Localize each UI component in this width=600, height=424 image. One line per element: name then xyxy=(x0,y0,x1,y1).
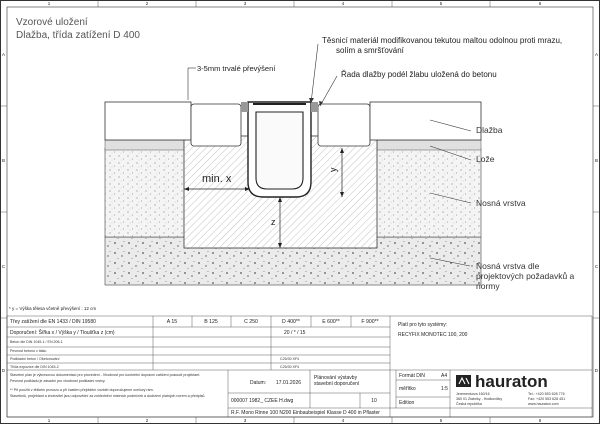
edition-label: Edition xyxy=(399,400,415,406)
cross-section xyxy=(104,101,482,286)
address-2: 360 01 Zlatníky - Hodkovičky xyxy=(456,397,502,401)
load-classes: A 15 B 125 C 250 D 400** E 600** F 900** xyxy=(167,319,379,325)
paving-left xyxy=(190,103,242,147)
product-header: Platí pro tyto systémy: xyxy=(398,322,447,328)
subbase-label-2: projektových požadavků a xyxy=(476,271,575,281)
address-1: Jeremenkova 160/16 xyxy=(456,392,490,396)
base-label: Nosná vrstva xyxy=(476,198,526,208)
bed-label: Lože xyxy=(476,154,495,164)
row-value-exposure: C25/30 XF4 xyxy=(280,365,299,369)
sealant-label-1: Těsnicí materiál modifikovanou tekutou m… xyxy=(322,36,562,45)
paving-row-label: Řada dlažby podél žlabu uložená do beton… xyxy=(341,70,497,79)
class-c250: C 250 xyxy=(244,319,258,325)
row-label-b: B xyxy=(2,158,5,163)
col-label-3-bottom: 3 xyxy=(244,418,247,423)
dimension-z: z xyxy=(271,197,282,248)
scale-value: 1:5 xyxy=(441,386,448,392)
contact-3: www.hauraton.com xyxy=(528,402,559,406)
channel-inner xyxy=(255,111,304,190)
spec-table xyxy=(6,315,593,418)
class-e600: E 600** xyxy=(322,319,340,325)
row-label-foundation: Podkladní beton / Obetonování xyxy=(10,357,60,361)
format-value: A4 xyxy=(441,373,447,379)
subbase-label-1: Nosná vrstva dle xyxy=(476,261,540,271)
footnote: * y = Výška tělesa včetně převýšení : 12… xyxy=(9,306,96,311)
gap-label: 3-5mm trvalé převýšení xyxy=(197,64,276,73)
sealant-right xyxy=(311,102,318,112)
row-label-d: D xyxy=(2,368,6,373)
leader-ticks xyxy=(309,98,323,106)
drawing-subtitle: Dlažba, třída zatížení D 400 xyxy=(16,30,140,41)
col-label-1: 1 xyxy=(48,1,51,6)
sealant-left xyxy=(241,102,248,112)
col-label-6-bottom: 6 xyxy=(539,418,542,423)
row-label-exposure: Třída expozice dle DIN 1045-2 xyxy=(10,365,59,369)
note-2: Pevnost podkladu je zásadní pro vhodnost… xyxy=(10,379,105,383)
contact-1: Tel.: +420 553 628 776 xyxy=(528,392,565,396)
drawing-title: Vzorové uložení xyxy=(16,17,88,28)
bedding-layer-right xyxy=(371,139,482,151)
col-label-4: 4 xyxy=(342,1,345,6)
doc-title-1: Plánování výstavby xyxy=(314,375,358,381)
load-class-header: Třey zatížení dle EN 1433 / DIN 19580 xyxy=(10,319,96,325)
col-label-1-bottom: 1 xyxy=(48,418,51,423)
contact-2: Fax: +420 553 628 451 xyxy=(528,397,565,401)
row-label-a-right: A xyxy=(595,52,598,57)
paving-left-outer xyxy=(104,101,192,141)
doc-title-2: stavební doporučení xyxy=(314,381,360,387)
note-4: Stavebník, projektant a zhotovitel jsou … xyxy=(10,394,205,398)
row-label-a: A xyxy=(2,52,5,57)
drawing-number: 000007 1982_ CZEE H.dwg xyxy=(231,398,293,404)
col-label-5-bottom: 5 xyxy=(440,418,443,423)
row-label-c: C xyxy=(2,264,6,269)
brand-logo: hauraton xyxy=(456,372,548,391)
format-label: Formát DIN xyxy=(399,373,425,379)
col-label-3: 3 xyxy=(244,1,247,6)
drawing-description: R.F. Mono Rinne 100 N200 Einbaubeispiel … xyxy=(231,410,380,416)
brand-name: hauraton xyxy=(475,372,548,391)
col-label-2: 2 xyxy=(146,1,149,6)
product-name: RECYFIX MONOTEC 100, 200 xyxy=(398,332,468,338)
col-label-5: 5 xyxy=(440,1,443,6)
col-label-4-bottom: 4 xyxy=(342,418,345,423)
z-label: z xyxy=(271,217,276,227)
row-label-strength: Pevnost betonu v tlaku xyxy=(10,349,46,353)
address-3: Česká republika xyxy=(456,401,482,406)
class-b125: B 125 xyxy=(204,319,218,325)
date-value: 17.01.2026 xyxy=(276,380,301,386)
gap-callout: 3-5mm trvalé převýšení xyxy=(187,64,276,100)
paving-right-outer xyxy=(369,101,482,141)
col-label-2-bottom: 2 xyxy=(146,418,149,423)
row-label-b-right: B xyxy=(595,158,598,163)
row-label-dimensions: Doporučení: Šířka x / Výška y / Tloušťka… xyxy=(10,329,115,336)
note-1: Stavební plán je výkresovou dokumentací … xyxy=(10,373,200,377)
row-label-d-right: D xyxy=(595,368,599,373)
bedding-layer xyxy=(104,139,190,151)
col-label-6: 6 xyxy=(539,1,542,6)
paving-label: Dlažba xyxy=(476,125,503,135)
dimension-min-x: min. x xyxy=(184,173,250,191)
note-3: ** Při použití v těžkém provozu a při ča… xyxy=(10,388,154,392)
leader-lines xyxy=(310,43,472,267)
date-label: Datum: xyxy=(250,380,266,386)
paving-right xyxy=(317,103,371,147)
sheet-number: 10 xyxy=(371,398,377,404)
dimension-y: y xyxy=(328,148,344,197)
row-label-concrete: Beton dle DIN 1045-1 / EN 206-1 xyxy=(10,340,63,344)
sealant-label-2: solím a smršťování xyxy=(336,46,405,55)
scale-label: měřítko xyxy=(399,386,416,392)
class-a15: A 15 xyxy=(167,319,177,325)
min-x-label: min. x xyxy=(202,173,232,185)
row-label-c-right: C xyxy=(595,264,599,269)
class-f900: F 900** xyxy=(361,319,378,325)
row-value-dimensions: 20 / * / 15 xyxy=(284,330,306,336)
subbase-label-3: normy xyxy=(476,281,500,291)
class-d400: D 400** xyxy=(282,319,300,325)
row-value-foundation: C25/30 XF4 xyxy=(280,357,299,361)
y-label: y xyxy=(328,167,338,172)
